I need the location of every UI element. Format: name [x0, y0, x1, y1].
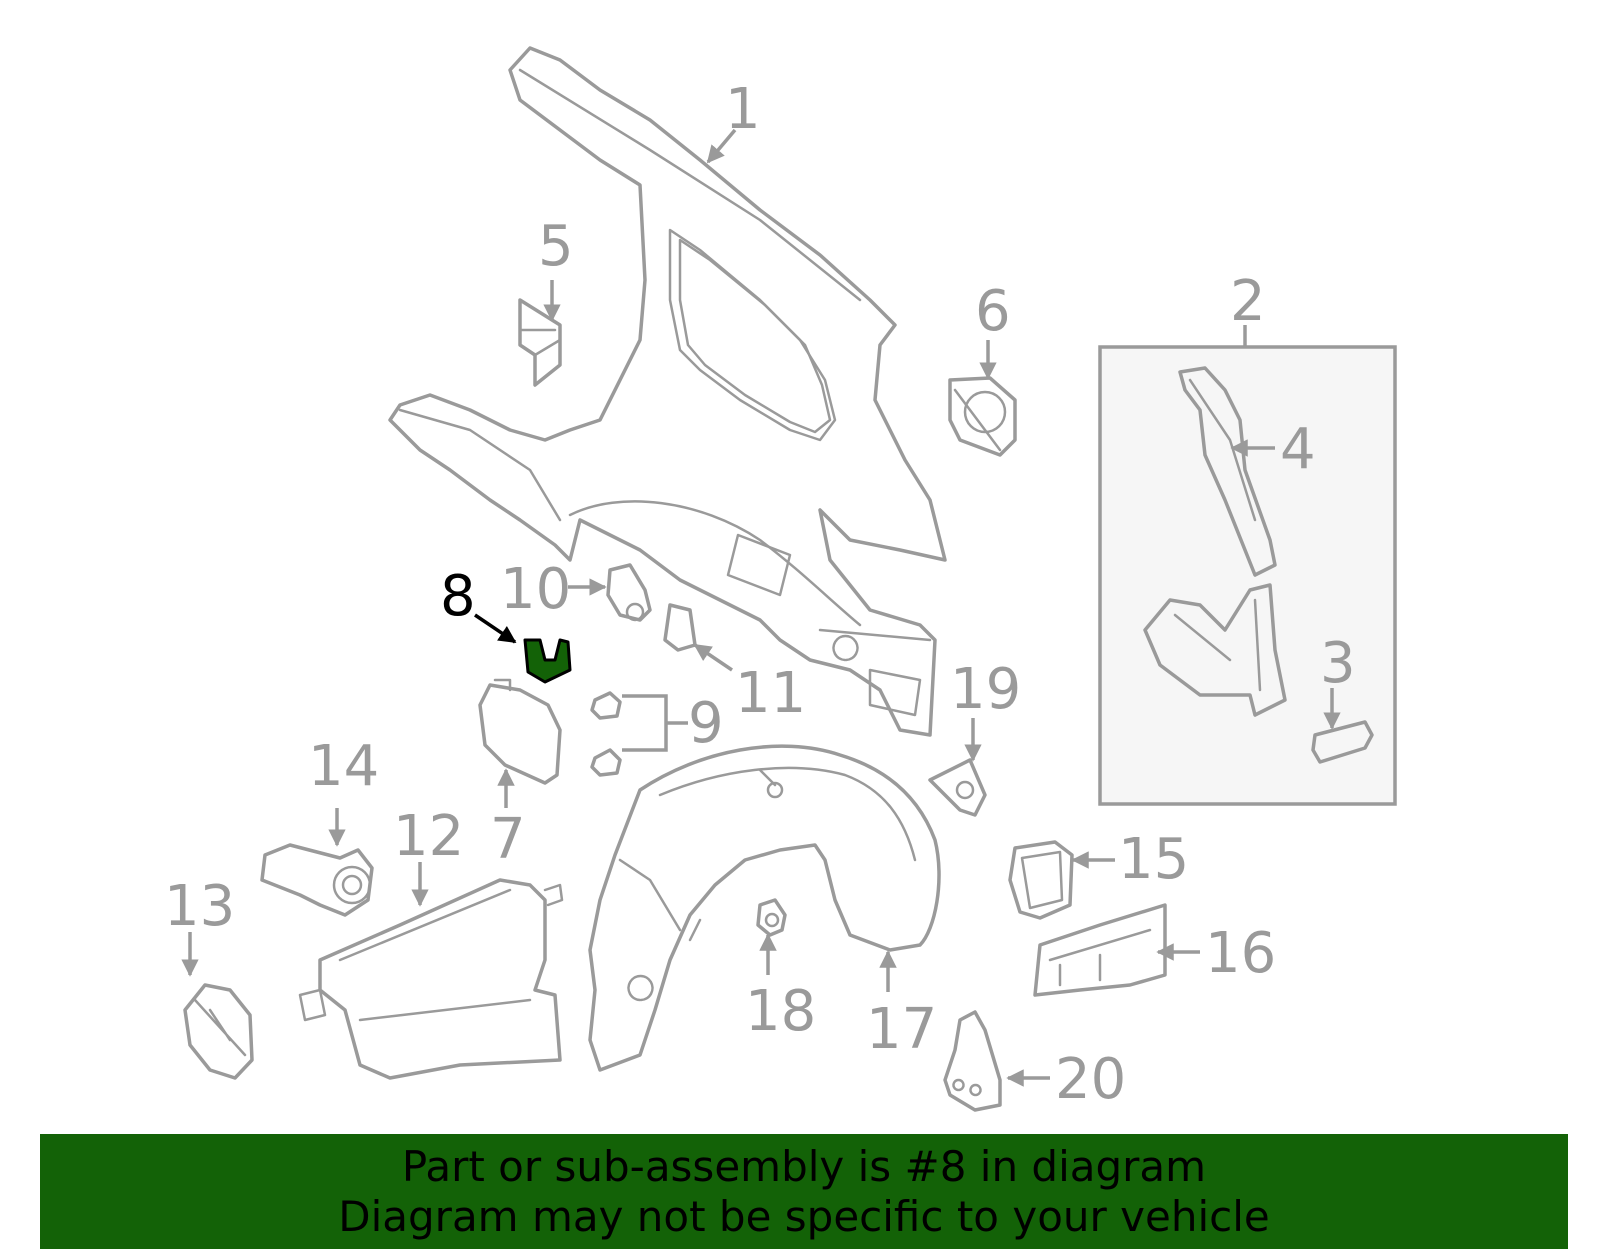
callout-15: 15	[1118, 827, 1189, 892]
bracket-part-20	[943, 1010, 1002, 1112]
fuel-door-part-7	[478, 678, 562, 785]
callout-16: 16	[1205, 921, 1276, 986]
clip-part-10	[606, 563, 652, 622]
bracket-part-16	[1033, 903, 1167, 997]
highlighted-bracket-part-8	[523, 638, 572, 684]
clips-part-9	[590, 691, 622, 777]
reservoir-part-12	[298, 878, 564, 1080]
leader-lines	[181, 128, 1341, 1087]
assembly-box-part-2	[1098, 345, 1397, 806]
callout-17: 17	[866, 997, 937, 1062]
callout-18: 18	[745, 979, 816, 1044]
bracket-part-19	[928, 758, 987, 817]
push-pin-part-18	[756, 898, 787, 937]
callout-2: 2	[1230, 269, 1266, 334]
info-banner: Part or sub-assembly is #8 in diagram Di…	[40, 1134, 1568, 1249]
leader-1	[706, 128, 737, 164]
cup-part-15	[1008, 840, 1074, 920]
callout-1: 1	[725, 77, 761, 142]
callout-10: 10	[500, 557, 571, 622]
callout-19: 19	[950, 657, 1021, 722]
callout-8: 8	[440, 564, 476, 629]
bracket-part-13	[183, 983, 254, 1080]
banner-line-disclaimer: Diagram may not be specific to your vehi…	[338, 1192, 1270, 1241]
quarter-panel-part-1	[388, 46, 947, 737]
callout-6: 6	[975, 279, 1011, 344]
callout-9: 9	[688, 691, 724, 756]
banner-line-part: Part or sub-assembly is #8 in diagram	[401, 1142, 1207, 1191]
callout-20: 20	[1055, 1047, 1126, 1112]
callout-3: 3	[1320, 631, 1356, 696]
fuel-filler-part-14	[260, 843, 374, 917]
callout-11: 11	[735, 661, 806, 726]
leader-11	[693, 643, 733, 672]
callout-7: 7	[490, 807, 526, 872]
wheelhouse-liner-part-17	[588, 744, 941, 1072]
leader-8	[474, 613, 517, 644]
plate-part-11	[663, 603, 697, 652]
callout-14: 14	[308, 734, 379, 799]
callout-5: 5	[538, 214, 574, 279]
callout-4: 4	[1280, 417, 1316, 482]
callout-labels: 1 2 3 4 5 6 7 8 9 10 11 12 13 14 15 16 1…	[164, 77, 1356, 1112]
leader-9	[622, 694, 668, 752]
fuel-housing-part-6	[948, 376, 1017, 457]
bracket-part-5	[518, 298, 562, 387]
callout-13: 13	[164, 874, 235, 939]
callout-12: 12	[393, 804, 464, 869]
